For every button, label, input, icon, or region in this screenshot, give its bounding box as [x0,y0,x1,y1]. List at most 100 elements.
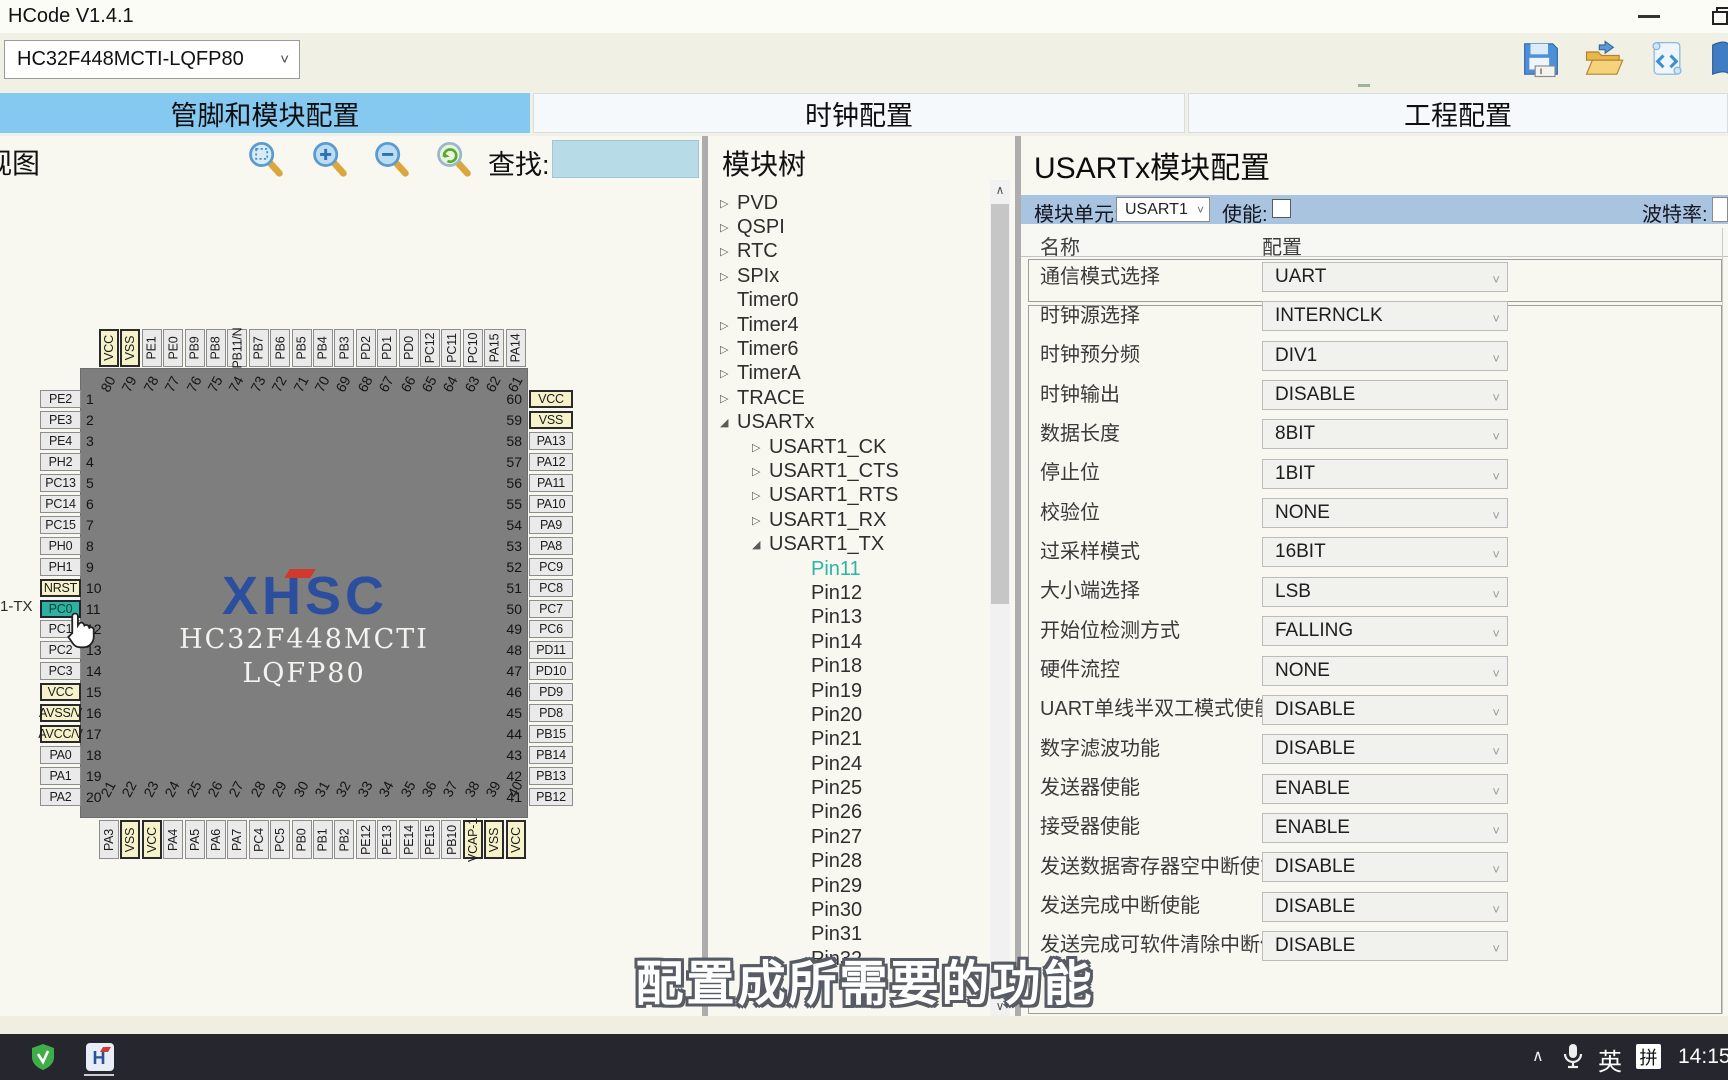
tree-item-Pin11[interactable]: Pin11 [708,557,988,581]
pin-PA12[interactable]: PA12 [529,452,573,471]
tree-item-Pin21[interactable]: Pin21 [708,728,988,752]
open-button[interactable] [1583,38,1625,80]
zoom-in-button[interactable] [310,140,348,180]
pin-PD10[interactable]: PD10 [529,662,573,681]
pin-PA14[interactable]: PA14 [505,329,526,367]
taskbar-app-button[interactable] [30,1043,56,1076]
tree-collapsed-icon[interactable]: ▷ [752,490,761,503]
tree-item-Pin27[interactable]: Pin27 [708,825,988,849]
tree-collapsed-icon[interactable]: ▷ [720,392,729,405]
pin-PC9[interactable]: PC9 [529,557,573,576]
pin-PC12[interactable]: PC12 [420,329,440,367]
pin-PH1[interactable]: PH1 [40,557,81,576]
tree-item-USART1_CK[interactable]: ▷USART1_CK [708,435,988,459]
pin-PD0[interactable]: PD0 [398,329,419,367]
tree-item-Pin24[interactable]: Pin24 [708,752,988,776]
tree-item-SPIx[interactable]: ▷SPIx [708,264,988,288]
scrollbar-thumb[interactable] [991,204,1009,604]
config-select-14[interactable]: ENABLE˅ [1262,773,1508,804]
tree-item-Pin18[interactable]: Pin18 [708,654,988,678]
restore-button[interactable] [1712,7,1728,25]
config-select-12[interactable]: DISABLE˅ [1262,694,1508,725]
pin-PC0[interactable]: PC0 [40,599,81,618]
taskbar-chevron-up-icon[interactable]: ∧ [1532,1048,1544,1065]
tree-item-Pin20[interactable]: Pin20 [708,703,988,727]
tree-item-Pin25[interactable]: Pin25 [708,776,988,800]
tree-item-RTC[interactable]: ▷RTC [708,240,988,264]
ime-mode-indicator[interactable]: 拼 [1636,1044,1661,1069]
pin-PC14[interactable]: PC14 [40,494,81,513]
tree-expanded-icon[interactable]: ◢ [720,417,729,430]
tree-item-Pin31[interactable]: Pin31 [708,923,988,947]
pin-PE0[interactable]: PE0 [163,329,184,367]
pin-PB11/N[interactable]: PB11/N [227,328,248,368]
pin-PA5[interactable]: PA5 [184,820,205,859]
tab-clock-config[interactable]: 时钟配置 [533,93,1185,133]
config-select-1[interactable]: UART˅ [1262,262,1508,292]
tree-collapsed-icon[interactable]: ▷ [752,514,761,527]
tree-item-Pin32[interactable]: Pin32 [708,947,988,971]
pin-PB9[interactable]: PB9 [184,329,205,367]
pin-VCAP-1[interactable]: VCAP-1 [462,818,483,861]
pin-PA3[interactable]: PA3 [99,820,119,859]
baud-rate-input[interactable] [1712,197,1728,222]
pin-VCC[interactable]: VCC [529,390,573,408]
pin-PC6[interactable]: PC6 [529,620,573,639]
tree-collapsed-icon[interactable]: ▷ [720,368,729,381]
tree-item-USARTx[interactable]: ◢USARTx [708,411,988,435]
ime-language-indicator[interactable]: 英 [1598,1049,1622,1076]
zoom-out-button[interactable] [372,140,410,180]
pin-AVCC/V[interactable]: AVCC/V [38,725,83,744]
tree-item-Pin13[interactable]: Pin13 [708,606,988,630]
pin-PB7[interactable]: PB7 [248,329,269,367]
pin-PC3[interactable]: PC3 [40,662,81,681]
tree-item-PVD[interactable]: ▷PVD [708,191,988,215]
tree-item-Pin28[interactable]: Pin28 [708,850,988,874]
minimize-button[interactable] [1638,15,1660,18]
pin-PE4[interactable]: PE4 [40,431,81,450]
tree-item-Timer0[interactable]: Timer0 [708,289,988,313]
pin-PB8[interactable]: PB8 [206,329,226,367]
pin-PA1[interactable]: PA1 [40,767,81,786]
tree-collapsed-icon[interactable]: ▷ [720,270,729,283]
pin-PA4[interactable]: PA4 [163,820,184,859]
pin-PD11[interactable]: PD11 [529,641,573,660]
pin-PH2[interactable]: PH2 [40,452,81,471]
config-select-13[interactable]: DISABLE˅ [1262,734,1508,765]
config-select-5[interactable]: 8BIT˅ [1262,419,1508,450]
config-select-18[interactable]: DISABLE˅ [1262,930,1508,961]
panel-divider[interactable] [702,136,708,1016]
config-select-2[interactable]: INTERNCLK˅ [1262,301,1508,332]
pin-PC11[interactable]: PC11 [441,329,462,367]
pin-VCC[interactable]: VCC [505,820,526,859]
tab-pin-module-config[interactable]: 管脚和模块配置 [0,93,530,133]
pin-PB0[interactable]: PB0 [291,820,312,859]
config-select-10[interactable]: FALLING˅ [1262,616,1508,647]
taskbar-clock[interactable]: 14:15 [1678,1045,1728,1068]
pin-PB5[interactable]: PB5 [291,329,312,367]
pin-AVSS/V[interactable]: AVSS/V [38,704,83,723]
pin-NRST[interactable]: NRST [40,578,81,597]
enable-checkbox[interactable] [1272,199,1291,218]
pin-PE13[interactable]: PE13 [377,820,398,859]
tab-project-config[interactable]: 工程配置 [1188,93,1728,133]
pin-PA11[interactable]: PA11 [529,473,573,492]
config-select-8[interactable]: 16BIT˅ [1262,537,1508,568]
config-select-16[interactable]: DISABLE˅ [1262,852,1508,883]
config-select-4[interactable]: DISABLE˅ [1262,380,1508,411]
pin-PC8[interactable]: PC8 [529,578,573,597]
tree-item-Pin14[interactable]: Pin14 [708,630,988,654]
device-select[interactable]: HC32F448MCTI-LQFP80 ˅ [4,40,300,79]
microphone-icon[interactable] [1560,1042,1586,1075]
pin-PE2[interactable]: PE2 [40,390,81,408]
help-button[interactable] [1708,38,1728,80]
tree-collapsed-icon[interactable]: ▷ [720,319,729,332]
pin-PC4[interactable]: PC4 [248,820,269,859]
tree-item-Pin12[interactable]: Pin12 [708,581,988,605]
pin-PE3[interactable]: PE3 [40,410,81,429]
pin-PE12[interactable]: PE12 [355,820,376,859]
pin-PE15[interactable]: PE15 [420,820,440,859]
taskbar-hcode-button[interactable]: H [86,1043,114,1076]
pin-VCC[interactable]: VCC [141,820,162,859]
pin-PA0[interactable]: PA0 [40,746,81,765]
